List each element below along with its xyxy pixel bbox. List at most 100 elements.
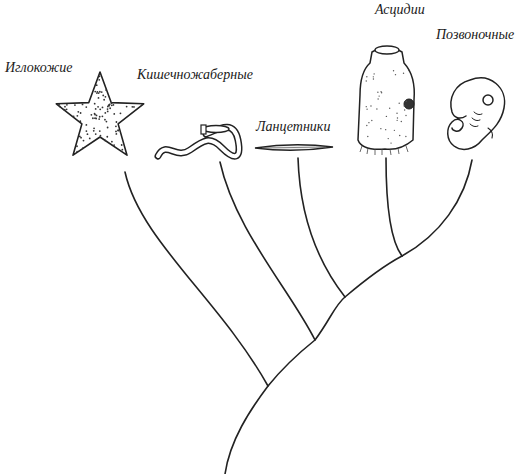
- starfish-texture: [95, 108, 97, 110]
- ascidian-texture: [396, 113, 397, 114]
- taxon-label: Иглокожие: [5, 60, 73, 75]
- ascidian-texture: [366, 76, 367, 77]
- branch-vertebrates: [402, 160, 472, 256]
- taxon-label: Ланцетники: [256, 119, 330, 134]
- starfish-texture: [98, 118, 100, 120]
- ascidian-texture: [405, 136, 406, 137]
- ascidian-texture: [377, 98, 378, 99]
- starfish-texture: [113, 104, 115, 106]
- starfish-texture: [117, 130, 119, 132]
- ascidian-texture: [404, 105, 405, 106]
- oral-siphon: [375, 46, 399, 54]
- starfish-texture: [98, 79, 100, 81]
- starfish-texture: [107, 127, 109, 129]
- starfish-texture: [76, 151, 78, 153]
- starfish-texture: [96, 84, 98, 86]
- starfish-texture: [99, 116, 101, 118]
- starfish-texture: [93, 127, 95, 129]
- ascidian-texture: [366, 106, 367, 107]
- ascidian-texture: [405, 115, 406, 116]
- ascidian-texture: [397, 117, 398, 118]
- starfish-texture: [121, 144, 123, 146]
- starfish-texture: [115, 125, 117, 127]
- ascidian-drawing: [358, 46, 414, 155]
- starfish-texture: [111, 102, 113, 104]
- ascidian-texture: [396, 120, 397, 121]
- starfish-texture: [85, 106, 87, 108]
- starfish-texture: [104, 140, 106, 142]
- ascidian-texture: [388, 138, 389, 139]
- starfish-texture: [113, 113, 115, 115]
- starfish-texture: [97, 106, 99, 108]
- ascidian-texture: [399, 135, 400, 136]
- ascidian-body: [358, 48, 414, 150]
- starfish-texture: [83, 140, 85, 142]
- starfish-texture: [93, 130, 95, 132]
- starfish-texture: [107, 111, 109, 113]
- starfish-texture: [82, 104, 84, 106]
- starfish-body: [56, 72, 143, 155]
- ascidian-texture: [376, 108, 377, 109]
- starfish-texture: [76, 115, 78, 117]
- starfish-texture: [115, 133, 117, 135]
- ascidian-texture: [408, 70, 409, 71]
- ascidian-texture: [371, 120, 372, 121]
- embryo-limb: [488, 128, 493, 138]
- taxon-label: Кишечножаберные: [137, 67, 253, 82]
- ascidian-texture: [380, 128, 381, 129]
- ascidian-texture: [403, 73, 404, 74]
- starfish-texture: [74, 104, 76, 106]
- starfish-texture: [126, 106, 128, 108]
- starfish-texture: [92, 117, 94, 119]
- starfish-texture: [87, 133, 89, 135]
- starfish-drawing: [56, 72, 143, 155]
- ascidian-texture: [380, 91, 381, 92]
- starfish-texture: [73, 115, 75, 117]
- starfish-texture: [115, 131, 117, 133]
- starfish-texture: [109, 103, 111, 105]
- starfish-texture: [58, 104, 60, 106]
- ascidian-texture: [386, 116, 387, 117]
- starfish-texture: [76, 145, 78, 147]
- ascidian-texture: [405, 101, 406, 102]
- starfish-texture: [105, 89, 107, 91]
- starfish-texture: [117, 129, 119, 131]
- starfish-texture: [94, 91, 96, 93]
- starfish-texture: [120, 112, 122, 114]
- ascidian-base: [360, 146, 408, 155]
- starfish-texture: [94, 103, 96, 105]
- starfish-texture: [100, 135, 102, 137]
- starfish-texture: [89, 138, 91, 140]
- ascidian-texture: [399, 103, 400, 104]
- starfish-texture: [95, 133, 97, 135]
- starfish-texture: [94, 113, 96, 115]
- branch-ascidians: [386, 158, 402, 256]
- lancelet-notochord: [262, 147, 326, 148]
- ascidian-texture: [370, 105, 371, 106]
- atrial-siphon: [404, 99, 414, 109]
- starfish-texture: [85, 124, 87, 126]
- ascidian-texture: [404, 109, 405, 110]
- ascidian-texture: [373, 73, 374, 74]
- starfish-texture: [64, 106, 66, 108]
- worm-collar: [201, 125, 206, 134]
- ascidian-texture: [366, 125, 367, 126]
- ascidian-texture: [390, 142, 391, 143]
- starfish-texture: [77, 111, 79, 113]
- starfish-texture: [101, 91, 103, 93]
- ascidian-texture: [377, 92, 378, 93]
- starfish-texture: [90, 114, 92, 116]
- starfish-texture: [103, 99, 105, 101]
- starfish-texture: [66, 104, 68, 106]
- taxon-label: Асцидии: [375, 2, 425, 17]
- ascidian-texture: [389, 108, 390, 109]
- starfish-texture: [66, 108, 68, 110]
- starfish-texture: [102, 115, 104, 117]
- ascidian-texture: [378, 95, 379, 96]
- starfish-texture: [98, 97, 100, 99]
- starfish-texture: [104, 112, 106, 114]
- starfish-texture: [111, 104, 113, 106]
- lancelet-body: [255, 145, 333, 151]
- trunk: [225, 256, 402, 474]
